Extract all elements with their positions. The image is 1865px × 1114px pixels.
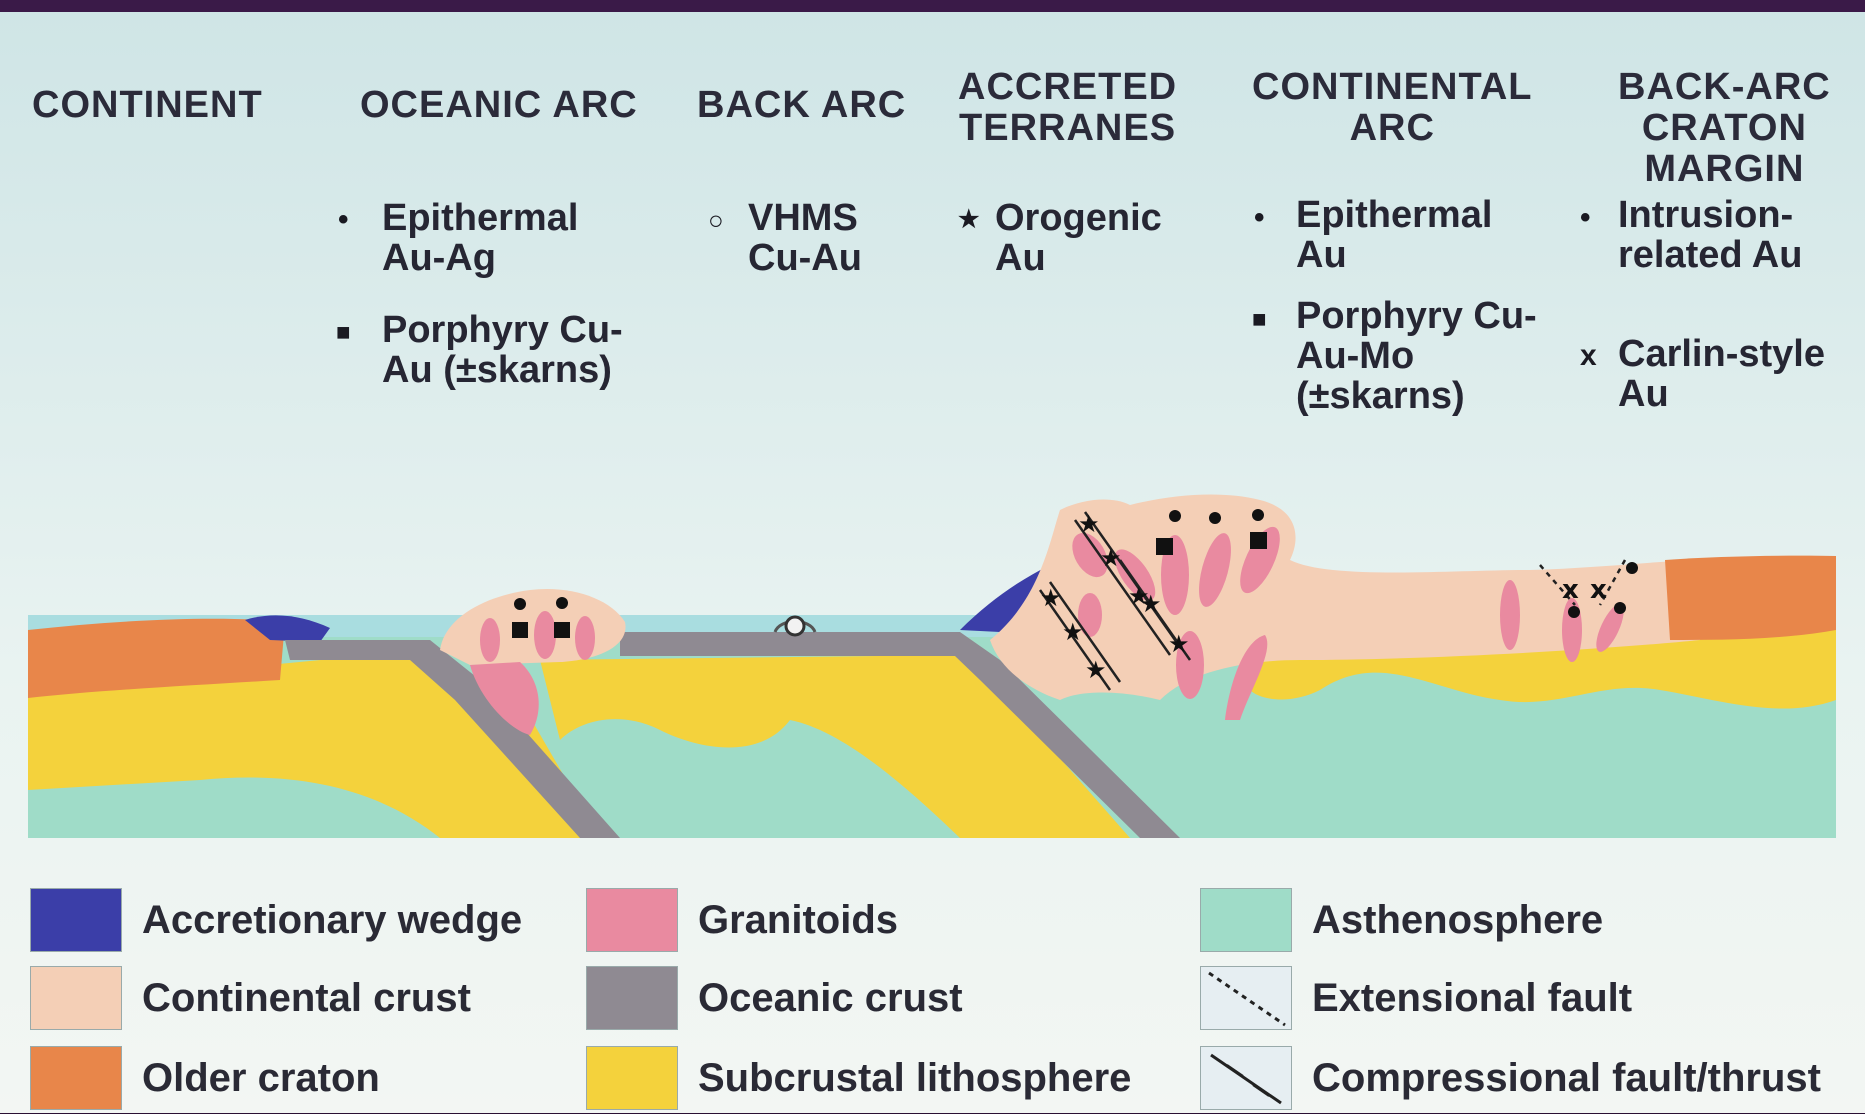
svg-text:★: ★ xyxy=(1100,544,1122,572)
older-craton-right xyxy=(1665,556,1836,640)
legend-label-continental-crust: Continental crust xyxy=(142,966,471,1030)
legend-label-asthenosphere: Asthenosphere xyxy=(1312,888,1603,952)
dot-bullet: • xyxy=(1580,198,1591,238)
deposit-oceanic-arc-porphyry: Porphyry Cu- Au (±skarns) xyxy=(382,310,623,390)
deposit-oceanic-arc-epithermal: Epithermal Au-Ag xyxy=(382,198,578,278)
deposit-continental-arc-porphyry: Porphyry Cu- Au-Mo (±skarns) xyxy=(1296,296,1537,416)
svg-text:x: x xyxy=(1562,575,1579,605)
extensional-fault-icon xyxy=(1201,967,1291,1029)
dot-bullet: • xyxy=(338,200,349,240)
intrusion-related-symbol-2 xyxy=(1614,602,1626,614)
cont-arc-epithermal-2 xyxy=(1209,512,1221,524)
legend-label-older-craton: Older craton xyxy=(142,1046,380,1110)
craton-margin-granitoid-1 xyxy=(1500,580,1520,650)
square-bullet: ■ xyxy=(336,313,351,353)
dot-bullet: • xyxy=(1254,198,1265,238)
intrusion-related-symbol-1 xyxy=(1568,606,1580,618)
deposit-back-arc-vhms: VHMS Cu-Au xyxy=(748,198,862,278)
oceanic-arc-crust xyxy=(440,589,626,665)
compressional-fault-icon xyxy=(1201,1047,1291,1109)
oceanic-arc-granitoid-2 xyxy=(534,611,556,659)
deposit-craton-intrusion: Intrusion- related Au xyxy=(1618,195,1802,275)
legend-swatch-extensional-fault xyxy=(1200,966,1292,1030)
svg-text:★: ★ xyxy=(1140,590,1162,618)
cont-arc-porphyry-1 xyxy=(1156,538,1173,555)
header-continental-arc: CONTINENTAL ARC xyxy=(1252,67,1533,149)
legend-swatch-older-craton xyxy=(30,1046,122,1110)
header-back-arc: BACK ARC xyxy=(697,85,906,126)
legend-swatch-accretionary-wedge xyxy=(30,888,122,952)
porphyry-symbol-oa-2 xyxy=(554,622,570,638)
vhms-symbol xyxy=(786,617,804,635)
header-continent: CONTINENT xyxy=(32,85,263,126)
legend-label-accretionary-wedge: Accretionary wedge xyxy=(142,888,522,952)
cross-bullet: x xyxy=(1580,336,1597,376)
epithermal-symbol-oa-1 xyxy=(514,598,526,610)
legend-label-granitoids: Granitoids xyxy=(698,888,898,952)
legend-label-extensional-fault: Extensional fault xyxy=(1312,966,1632,1030)
star-bullet: ★ xyxy=(958,200,980,240)
epithermal-symbol-oa-2 xyxy=(556,597,568,609)
svg-text:★: ★ xyxy=(1040,584,1062,612)
svg-text:x: x xyxy=(1590,575,1607,605)
cont-arc-porphyry-2 xyxy=(1250,532,1267,549)
legend-swatch-granitoids xyxy=(586,888,678,952)
deposit-craton-carlin: Carlin-style Au xyxy=(1618,334,1825,414)
legend-swatch-compressional-fault xyxy=(1200,1046,1292,1110)
deposit-continental-arc-epithermal: Epithermal Au xyxy=(1296,195,1492,275)
legend-label-compressional-fault: Compressional fault/thrust xyxy=(1312,1046,1821,1110)
legend-label-oceanic-crust: Oceanic crust xyxy=(698,966,963,1030)
porphyry-symbol-oa-1 xyxy=(512,622,528,638)
intrusion-related-symbol-3 xyxy=(1626,562,1638,574)
square-bullet: ■ xyxy=(1252,300,1267,340)
header-back-arc-craton-margin: BACK-ARC CRATON MARGIN xyxy=(1618,67,1831,190)
legend-swatch-continental-crust xyxy=(30,966,122,1030)
svg-text:★: ★ xyxy=(1168,630,1190,658)
circle-bullet: ○ xyxy=(708,200,724,240)
legend-swatch-asthenosphere xyxy=(1200,888,1292,952)
svg-text:★: ★ xyxy=(1062,618,1084,646)
legend-swatch-subcrustal-lithosphere xyxy=(586,1046,678,1110)
legend-label-subcrustal-lithosphere: Subcrustal lithosphere xyxy=(698,1046,1131,1110)
svg-text:★: ★ xyxy=(1085,656,1107,684)
header-accreted-terranes: ACCRETED TERRANES xyxy=(958,67,1177,149)
header-oceanic-arc: OCEANIC ARC xyxy=(360,85,638,126)
oceanic-arc-granitoid-3 xyxy=(575,616,595,660)
deposit-accreted-orogenic: Orogenic Au xyxy=(995,198,1162,278)
cont-arc-epithermal-1 xyxy=(1169,510,1181,522)
legend-swatch-oceanic-crust xyxy=(586,966,678,1030)
cont-arc-epithermal-3 xyxy=(1252,509,1264,521)
oceanic-arc-granitoid-1 xyxy=(480,618,500,662)
svg-text:★: ★ xyxy=(1078,510,1100,538)
